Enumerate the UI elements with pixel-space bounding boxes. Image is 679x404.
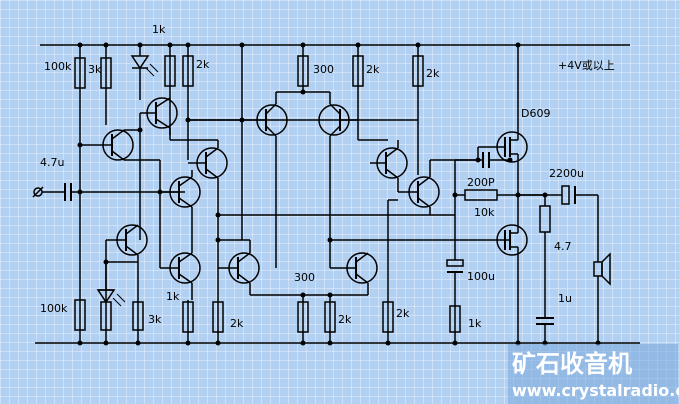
transistor-q5 (106, 224, 148, 256)
label-r-2k-top-b: 2k (366, 63, 380, 76)
resistor-100k-top (74, 57, 86, 89)
capacitor-100u (446, 259, 464, 273)
label-r-300-top: 300 (313, 63, 334, 76)
capacitor-200p (455, 152, 510, 168)
input-terminal (32, 186, 64, 198)
label-r-10k: 10k (474, 206, 495, 219)
resistor-4-7 (539, 205, 551, 233)
mosfet-d609 (478, 45, 528, 195)
label-r-3k-top: 3k (88, 63, 102, 76)
resistor-2k-bottom-c (382, 301, 394, 333)
watermark: 矿石收音机 www.crystalradio.cn (508, 344, 679, 404)
label-r-2k-bottom-b: 2k (338, 313, 352, 326)
resistor-2k-top-c (412, 55, 424, 87)
label-r-1k-bottom: 1k (468, 317, 482, 330)
transistor-q1 (80, 129, 134, 161)
transistor-q3 (188, 147, 228, 179)
capacitor-2200u (561, 185, 576, 205)
junction-dots (77, 42, 601, 346)
label-cap-in: 4.7u (40, 156, 64, 169)
resistor-10k (464, 189, 498, 201)
label-r-1k-top: 1k (152, 23, 166, 36)
resistor-300-bottom (297, 301, 309, 333)
resistor-100k-bottom (74, 299, 86, 331)
label-cap-100u: 100u (467, 270, 495, 283)
label-r-2k-top-c: 2k (426, 67, 440, 80)
transistor-q12 (398, 176, 440, 208)
label-r-100k-top: 100k (44, 60, 72, 73)
transistor-q4 (160, 176, 201, 208)
label-r-2k-bottom-a: 2k (230, 317, 244, 330)
speaker-icon (593, 252, 611, 286)
label-cap-1u: 1u (558, 292, 572, 305)
resistor-2k-bottom-b (324, 301, 336, 333)
transistor-q6 (160, 252, 201, 284)
label-cap-200p: 200P (467, 176, 495, 189)
resistor-2k-top-a (182, 55, 194, 87)
mosfet-lower (496, 195, 528, 343)
transistor-q11 (370, 147, 408, 179)
led-top (130, 45, 159, 100)
transistor-q9 (218, 252, 260, 284)
resistor-1k-top (164, 55, 176, 87)
label-d609: D609 (521, 107, 550, 120)
label-supply: +4V或以上 (558, 59, 615, 72)
label-cap-out: 2200u (549, 167, 584, 180)
resistor-300-top (297, 55, 309, 87)
resistor-3k-top (100, 57, 112, 89)
led-bottom (96, 270, 126, 307)
label-r-300-bottom: 300 (294, 271, 315, 284)
label-r-2k-top-a: 2k (196, 58, 210, 71)
resistor-2k-top-b (352, 55, 364, 87)
transistor-q10 (330, 252, 378, 284)
watermark-site-name: 矿石收音机 (512, 350, 632, 378)
label-r-2k-bottom-c: 2k (396, 307, 410, 320)
transistor-q2 (140, 97, 178, 129)
label-r-3k-bottom: 3k (148, 313, 162, 326)
watermark-url: www.crystalradio.cn (512, 381, 679, 400)
label-r-1k-mid: 1k (166, 290, 180, 303)
capacitor-1u (536, 317, 554, 325)
label-r-4-7: 4.7 (554, 240, 572, 253)
resistor-3k-bottom-b (132, 301, 144, 331)
label-r-100k-bottom: 100k (40, 302, 68, 315)
resistor-2k-bottom-a (212, 301, 224, 333)
resistor-1k-right (449, 305, 461, 333)
resistor-1k-bottom (182, 301, 194, 333)
